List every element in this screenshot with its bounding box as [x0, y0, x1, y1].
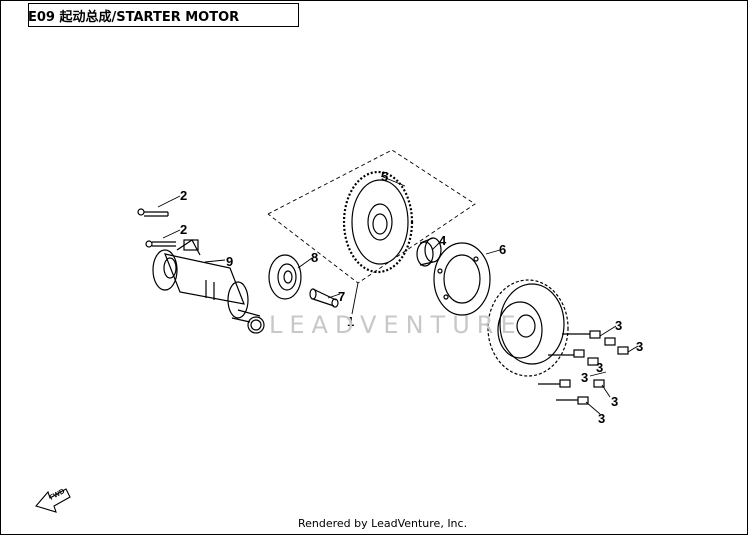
callout-4: 4	[439, 233, 447, 248]
callout-9: 9	[226, 254, 233, 269]
watermark: LEADVENTURE	[269, 311, 523, 339]
bolt-set-part-3	[538, 330, 629, 405]
idler-gear-part-8	[268, 254, 302, 300]
bolt-part-2b	[145, 240, 176, 248]
callout-6: 6	[499, 242, 506, 257]
shaft-part-7	[309, 288, 339, 308]
footer-credit: Rendered by LeadVenture, Inc.	[298, 517, 468, 530]
flywheel-part	[487, 279, 569, 377]
callout-labels: 2 2 9 8 7 1 5 4 6 3 3 3 3 3 3	[180, 169, 643, 426]
callout-2a: 2	[180, 188, 187, 203]
callout-2b: 2	[180, 222, 187, 237]
needle-bearing-part-4	[416, 237, 442, 267]
callout-3f: 3	[598, 411, 605, 426]
reduction-gear-part-5	[342, 170, 414, 274]
callout-3d: 3	[581, 370, 588, 385]
forward-arrow-icon: FWD	[35, 488, 71, 513]
title-box	[28, 3, 299, 27]
fwd-label: FWD	[49, 488, 66, 502]
callout-3b: 3	[636, 339, 643, 354]
dashed-group-bracket	[267, 149, 476, 284]
starter-motor-part-9	[152, 239, 261, 323]
callout-1: 1	[347, 314, 354, 329]
callout-8: 8	[311, 250, 318, 265]
one-way-clutch-part-6	[433, 242, 491, 316]
callout-3e: 3	[611, 394, 618, 409]
callout-7: 7	[338, 289, 345, 304]
callout-3c: 3	[596, 360, 603, 375]
callout-3a: 3	[615, 318, 622, 333]
callout-5: 5	[381, 169, 388, 184]
bolt-part-2a	[137, 208, 169, 217]
leader-lines	[157, 175, 639, 415]
page-title: E09 起动总成/STARTER MOTOR	[28, 10, 240, 25]
o-ring-part	[247, 316, 265, 334]
